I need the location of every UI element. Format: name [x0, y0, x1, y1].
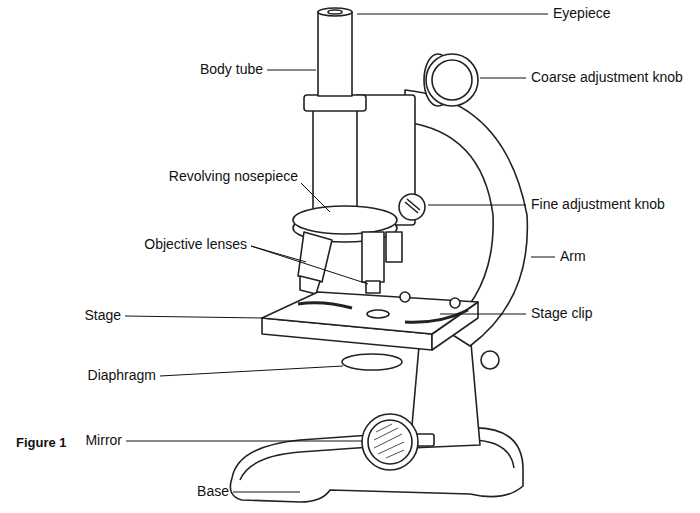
leader-lines: [125, 14, 555, 492]
leader-line: [357, 14, 548, 15]
part-label: Body tube: [200, 62, 263, 77]
body-tube-lower: [313, 108, 357, 212]
leader-line: [126, 441, 362, 442]
stage-top: [262, 292, 478, 334]
part-label: Stage: [84, 308, 121, 323]
diaphragm: [342, 354, 402, 370]
leader-line: [480, 78, 526, 79]
part-label: Coarse adjustment knob: [531, 70, 683, 85]
stage-hole: [367, 310, 389, 318]
part-label: Stage clip: [531, 306, 592, 321]
part-label: Objective lenses: [144, 237, 247, 252]
mirror: [362, 414, 418, 470]
leader-line: [251, 246, 368, 284]
nosepiece: [293, 206, 397, 234]
objective-center: [362, 232, 384, 282]
objective-left-tip: [300, 276, 320, 294]
objective-center-tip: [366, 281, 380, 293]
clip-screw: [450, 298, 460, 308]
part-label: Revolving nosepiece: [169, 169, 298, 184]
eyepiece: [318, 12, 352, 96]
leader-line: [428, 205, 526, 206]
leader-line: [440, 314, 526, 315]
part-label: Eyepiece: [553, 6, 611, 21]
leader-line: [160, 366, 343, 376]
part-label: Fine adjustment knob: [531, 197, 665, 212]
mirror-glass: [368, 420, 412, 464]
leader-line: [531, 257, 555, 258]
leader-line: [301, 183, 330, 212]
part-label: Diaphragm: [88, 368, 156, 383]
eyepiece-lens: [328, 10, 342, 14]
collar: [304, 95, 366, 111]
mirror-hatch: [374, 424, 404, 458]
part-label: Arm: [560, 249, 586, 264]
objective-left: [298, 232, 332, 282]
fine-knob: [399, 194, 425, 220]
fine-knob-slot: [405, 199, 420, 213]
pillar-screw: [481, 351, 499, 369]
figure-caption: Figure 1: [16, 436, 67, 450]
eyepiece-top: [318, 8, 352, 16]
clip-screw: [400, 292, 410, 302]
objective-right: [386, 232, 402, 262]
leader-line: [267, 70, 316, 71]
leader-line: [233, 492, 300, 493]
stage-clip-left: [298, 303, 352, 308]
coarse-knob: [426, 54, 478, 106]
stage-clip-right: [405, 310, 468, 322]
microscope: [230, 8, 527, 502]
coarse-knob-rim: [432, 60, 472, 100]
part-label: Base: [197, 484, 229, 499]
part-label: Mirror: [85, 433, 122, 448]
leader-line: [125, 316, 262, 318]
